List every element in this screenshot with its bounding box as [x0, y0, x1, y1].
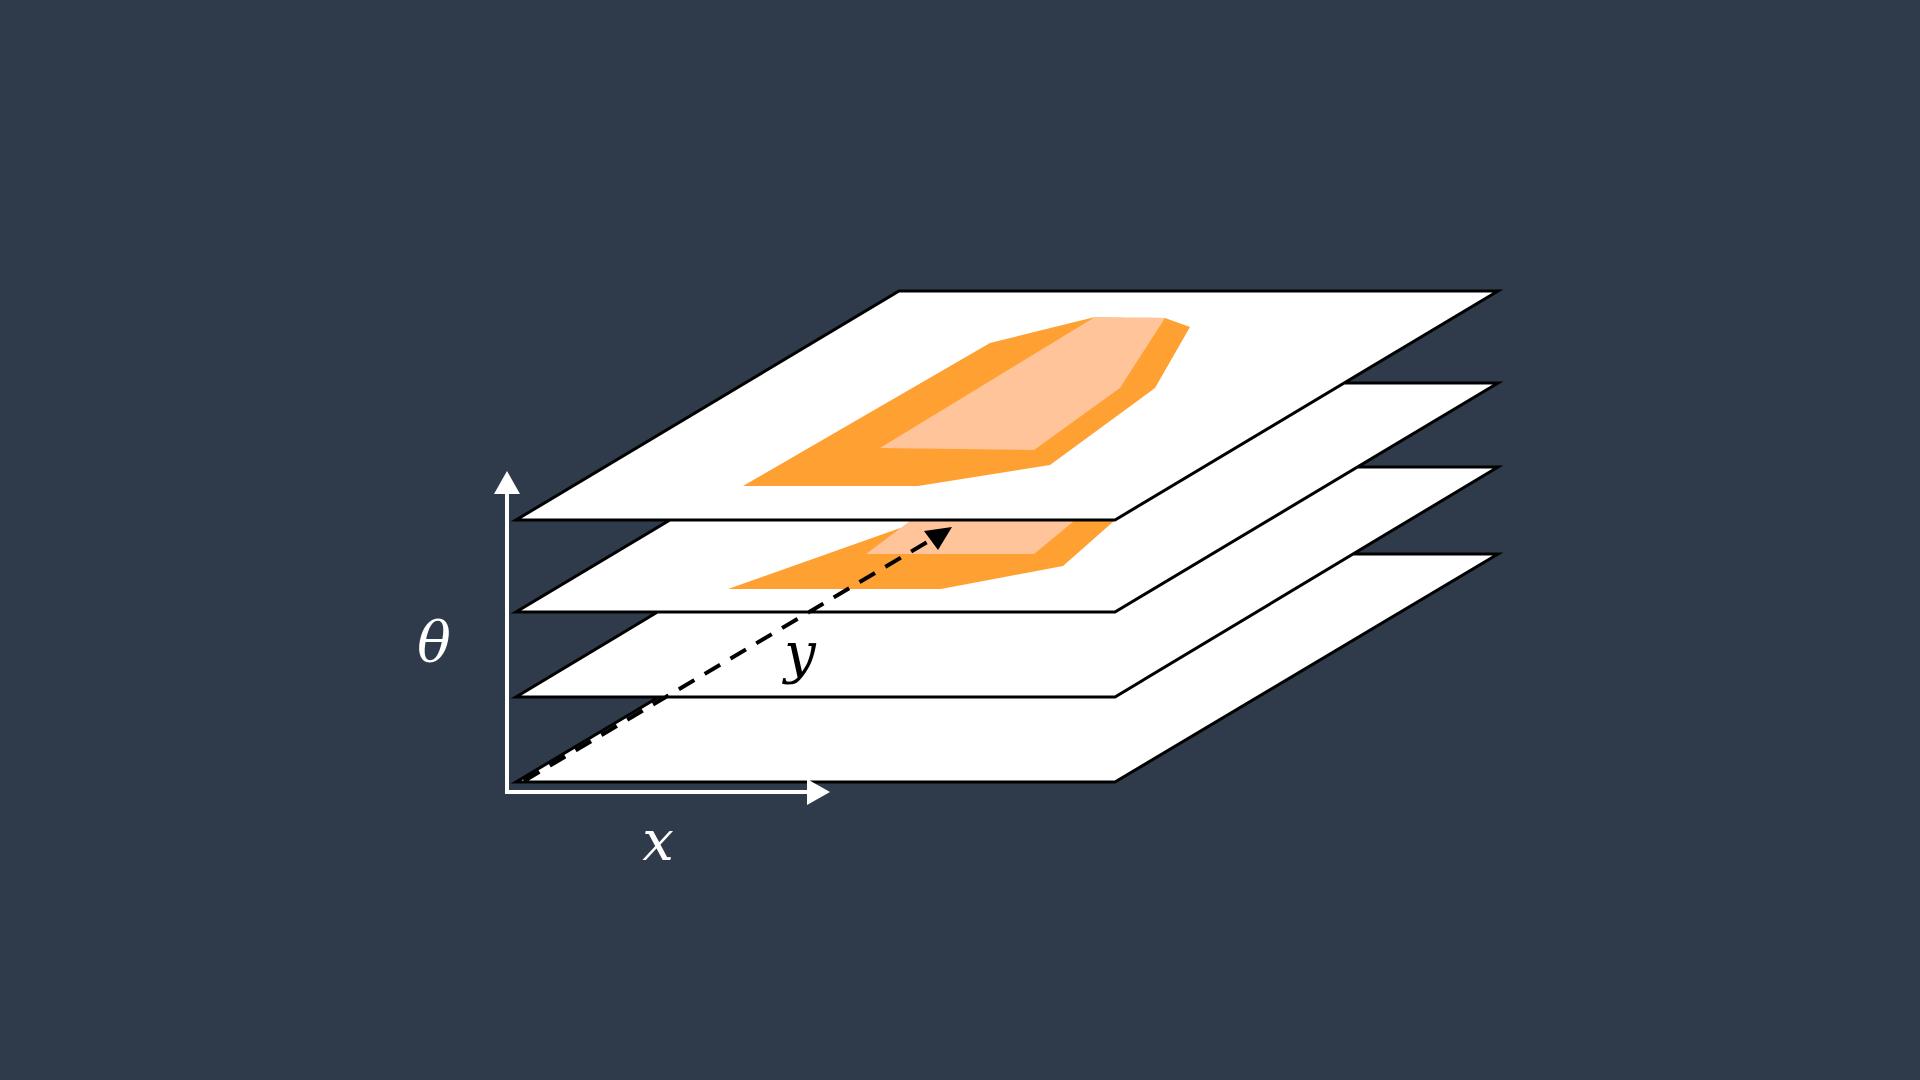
x-axis-label: x [642, 809, 674, 874]
y-axis-label: y [781, 621, 817, 686]
region-inner-layer-4 [880, 317, 1165, 450]
x-axis-arrowhead [807, 779, 830, 805]
theta-axis-label: θ [417, 611, 451, 676]
y-axis-dashed-line [522, 536, 936, 783]
theta-axis-arrowhead [494, 471, 520, 494]
y-axis-arrowhead [924, 527, 952, 550]
